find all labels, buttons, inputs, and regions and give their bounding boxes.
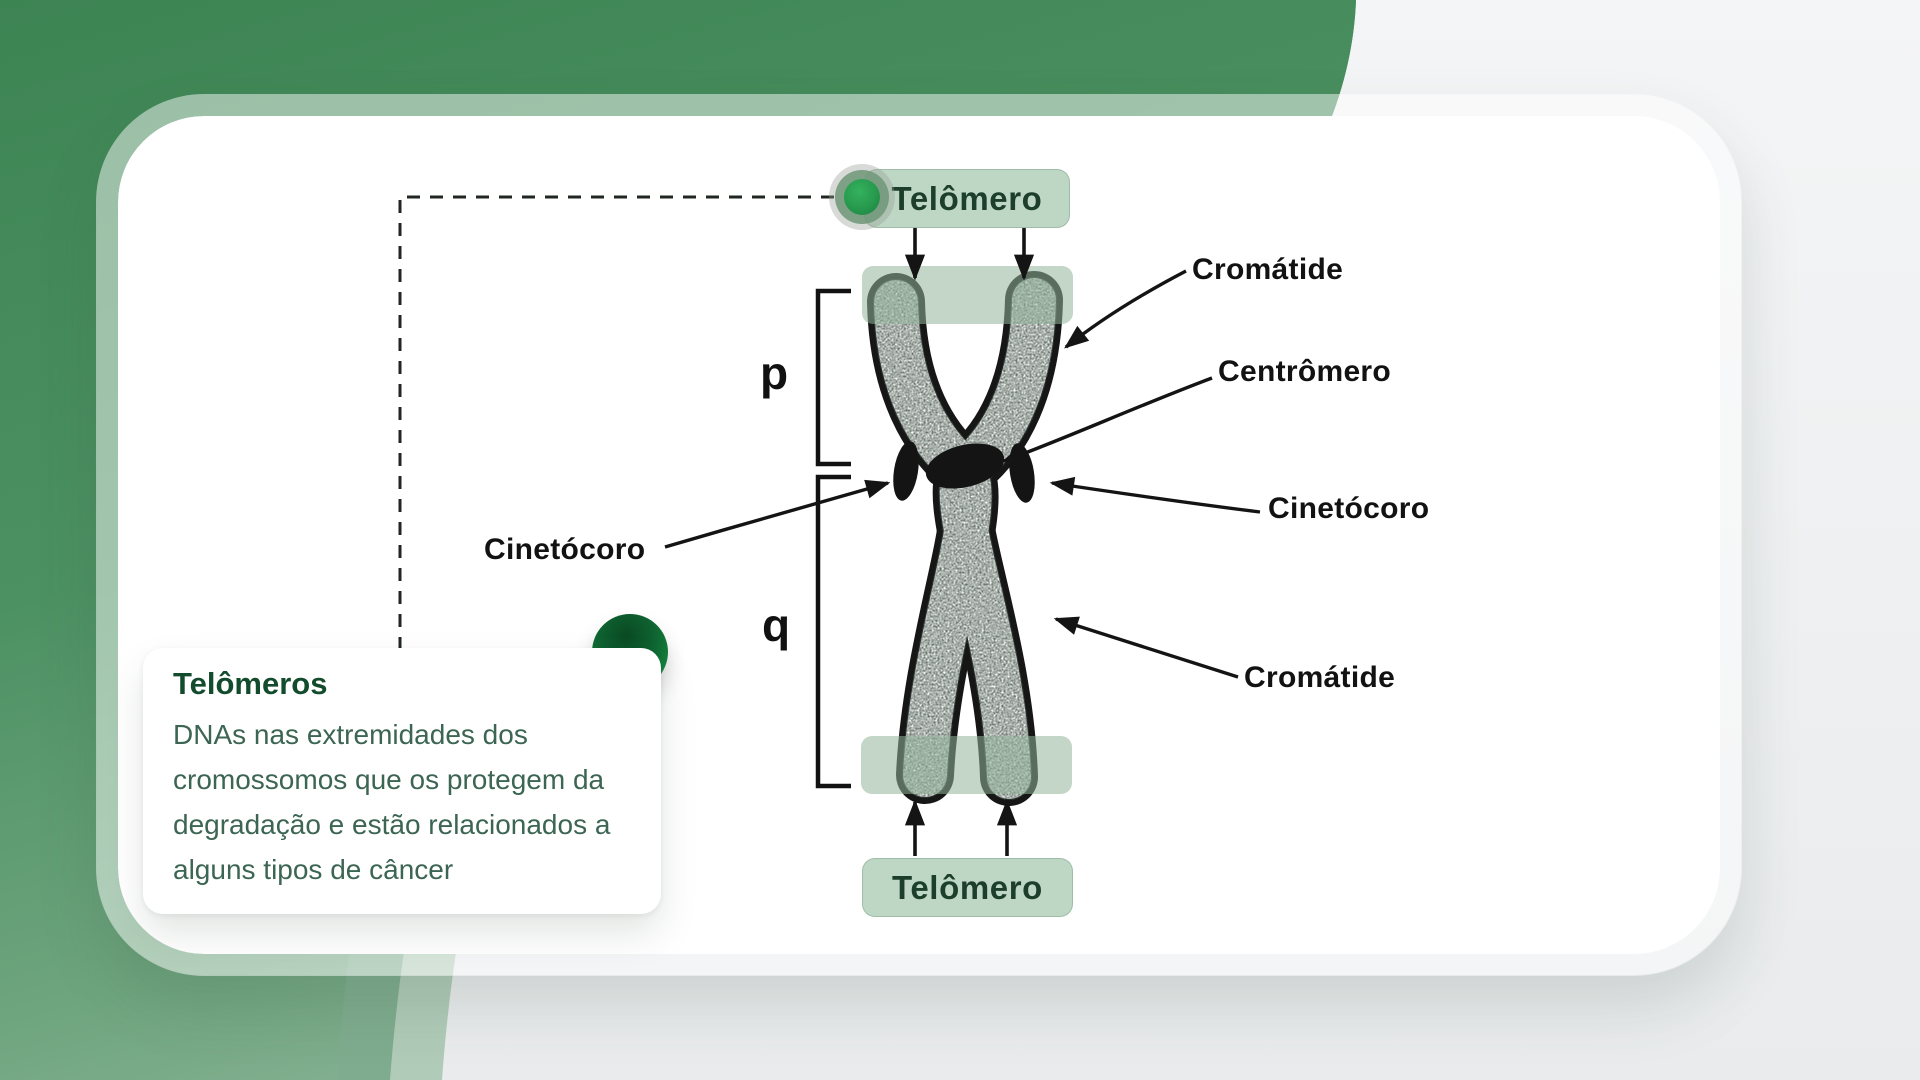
label-cromatide-bottom: Cromátide	[1244, 661, 1396, 694]
marker-dot-core	[844, 179, 880, 215]
label-p-arm: p	[760, 347, 789, 399]
telomere-pill-bottom: Telômero	[862, 858, 1073, 917]
callout-body-line: alguns tipos de câncer	[173, 854, 454, 885]
callout-body-line: degradação e estão relacionados a	[173, 809, 611, 840]
marker-dot-icon[interactable]	[829, 164, 895, 230]
label-cromatide-top: Cromátide	[1192, 253, 1344, 286]
telomeros-callout-card[interactable]: Telômeros DNAs nas extremidades dos crom…	[143, 648, 661, 914]
label-centromero: Centrômero	[1218, 355, 1392, 388]
callout-body-line: cromossomos que os protegem da	[173, 764, 605, 795]
marker-dot-ring	[835, 170, 889, 224]
telomere-pill-bottom-label: Telômero	[892, 868, 1043, 906]
telomere-pill-top: Telômero	[864, 169, 1070, 228]
label-q-arm: q	[762, 599, 791, 651]
callout-body-line: DNAs nas extremidades dos	[173, 719, 528, 750]
label-cinetocoro-left: Cinetócoro	[484, 533, 646, 566]
label-cinetocoro-right: Cinetócoro	[1268, 492, 1430, 525]
telomere-pill-top-label: Telômero	[891, 179, 1043, 217]
callout-title: Telômeros	[173, 666, 328, 701]
